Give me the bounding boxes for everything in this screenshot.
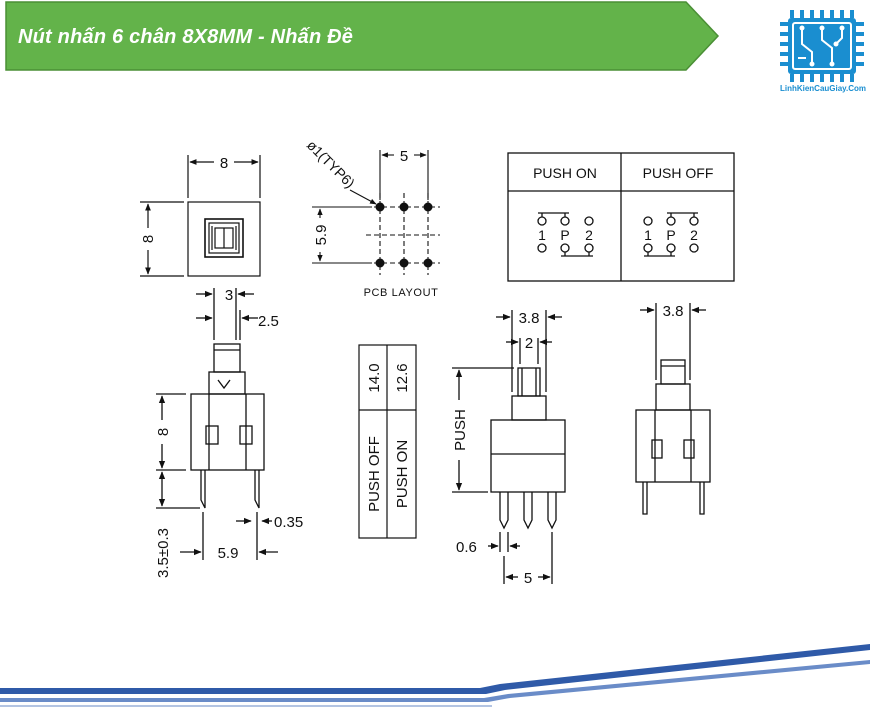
right-dim-3-8: 3.8 (663, 303, 684, 320)
push-off-pin2: 2 (690, 227, 698, 243)
title-banner (5, 1, 720, 71)
push-on-label: PUSH ON (533, 165, 597, 181)
side-view-left (156, 288, 278, 560)
top-view-height-dim: 8 (140, 235, 157, 243)
pcb-pitch-y: 5.9 (313, 225, 330, 246)
footer-decoration (0, 644, 870, 707)
pcb-hole-note: ø1(TYP6) (304, 137, 358, 191)
top-view (140, 155, 261, 277)
front-push-label: PUSH (452, 409, 469, 451)
side-dim-3: 3 (225, 287, 233, 304)
height-table-col2-value: 12.6 (394, 363, 411, 392)
height-table-col2-label: PUSH ON (394, 440, 411, 508)
pcb-pitch-x: 5 (400, 148, 408, 165)
front-view (452, 310, 566, 584)
push-on-symbol (537, 212, 594, 257)
front-dim-0-6: 0.6 (456, 539, 477, 556)
schematic-table (507, 152, 735, 282)
height-table (358, 344, 417, 539)
side-dim-2-5: 2.5 (258, 313, 279, 330)
push-off-symbol (643, 212, 699, 257)
push-off-pin1: 1 (644, 227, 652, 243)
side-dim-pitch: 5.9 (218, 545, 239, 562)
height-table-col1-label: PUSH OFF (366, 436, 383, 512)
top-view-width-dim: 8 (220, 155, 228, 172)
push-off-pinP: P (666, 227, 675, 243)
pcb-layout (312, 150, 440, 275)
push-on-pin1: 1 (538, 227, 546, 243)
side-dim-8: 8 (155, 428, 172, 436)
push-on-pinP: P (560, 227, 569, 243)
height-table-col1-value: 14.0 (366, 363, 383, 392)
logo-text: LinhKienCauGiay.Com (779, 84, 867, 93)
front-dim-3-8: 3.8 (519, 310, 540, 327)
side-dim-pin-width: 0.35 (274, 514, 303, 531)
right-view (635, 303, 711, 515)
side-dim-lead: 3.5±0.3 (155, 528, 172, 578)
circuit-chip-icon (780, 10, 864, 82)
pcb-layout-label: PCB LAYOUT (364, 287, 439, 299)
front-dim-5: 5 (524, 570, 532, 587)
page-title: Nút nhấn 6 chân 8X8MM - Nhấn Đề (18, 26, 354, 48)
push-off-label: PUSH OFF (643, 165, 714, 181)
push-on-pin2: 2 (585, 227, 593, 243)
front-dim-2: 2 (525, 335, 533, 352)
